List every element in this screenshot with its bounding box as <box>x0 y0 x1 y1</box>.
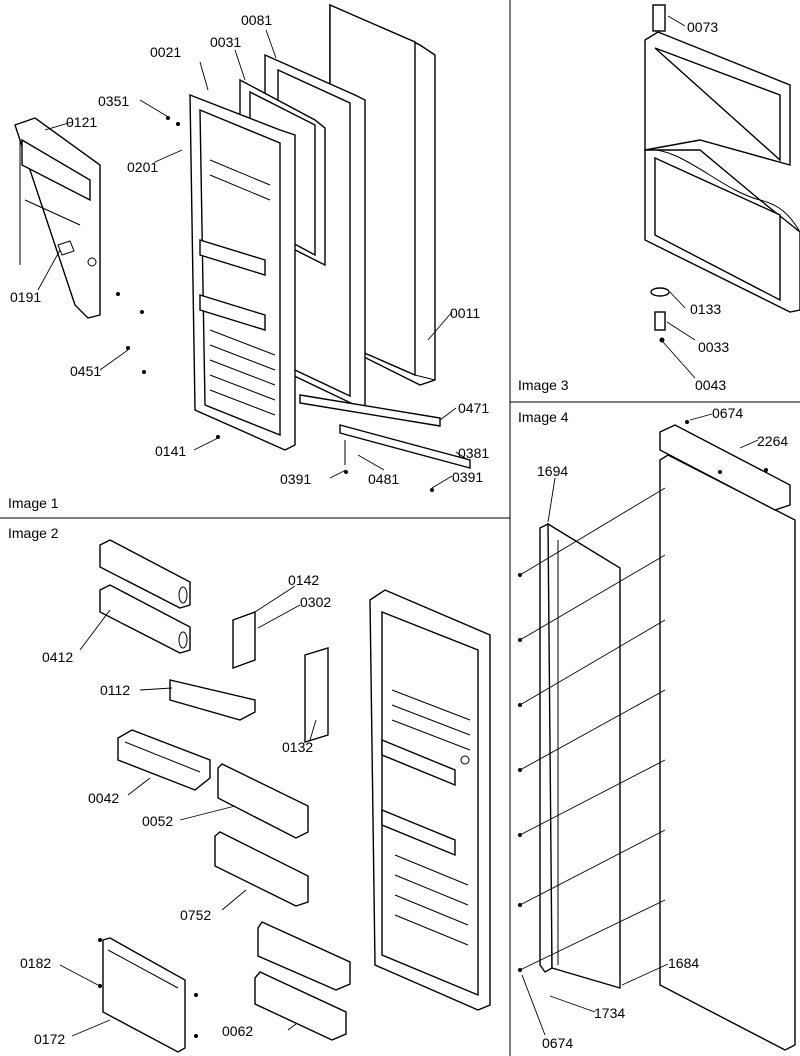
hinge-screw <box>659 337 665 343</box>
door-bin-0062 <box>254 971 347 1041</box>
shelf-bracket-left <box>232 611 256 669</box>
door-top-trim <box>659 424 791 511</box>
mounting-guide-lines <box>519 487 666 971</box>
callout-0132: 0132 <box>282 739 313 755</box>
callout-1684: 1684 <box>668 955 699 971</box>
callout-0391-right: 0391 <box>452 469 483 485</box>
callout-0043: 0043 <box>695 377 726 393</box>
callout-1694: 1694 <box>537 463 568 479</box>
callout-0351: 0351 <box>98 93 129 109</box>
callout-0121: 0121 <box>66 114 97 130</box>
shelf-bracket-right <box>304 647 329 743</box>
callout-0391-left: 0391 <box>280 471 311 487</box>
screws-image-2 <box>98 938 198 1038</box>
callout-0052: 0052 <box>142 813 173 829</box>
hinge-bushing <box>654 311 666 331</box>
panel-caption-image-3: Image 3 <box>518 377 569 393</box>
break-line <box>644 149 800 233</box>
door-bottom-section <box>644 149 800 313</box>
callout-0073: 0073 <box>687 19 718 35</box>
leader-lines-image-2 <box>59 585 317 1037</box>
callout-0674-top: 0674 <box>712 405 743 421</box>
callout-2264: 2264 <box>757 433 788 449</box>
callout-0451: 0451 <box>70 363 101 379</box>
door-liner-assembly <box>369 589 491 1011</box>
panel-caption-image-4: Image 4 <box>518 409 569 425</box>
callout-0182: 0182 <box>20 955 51 971</box>
callout-1734: 1734 <box>594 1005 625 1021</box>
door-handle <box>547 522 621 989</box>
hinge-washer <box>650 287 670 297</box>
dispenser-cover <box>102 937 186 1053</box>
callout-0062: 0062 <box>222 1023 253 1039</box>
callout-0172: 0172 <box>34 1031 65 1047</box>
callout-0141: 0141 <box>155 443 186 459</box>
dispenser-trim-frame <box>14 117 101 319</box>
bottom-hinge-bracket <box>339 424 471 469</box>
callout-0481: 0481 <box>368 471 399 487</box>
callout-0081: 0081 <box>241 12 272 28</box>
door-bin-lower <box>257 921 351 991</box>
image-1-panel: 0081 0021 0031 0351 0121 0201 0191 0011 … <box>8 3 489 511</box>
image-3-panel: 0073 0133 0033 0043 Image 3 <box>518 4 800 393</box>
leader-lines-image-4 <box>521 413 759 1036</box>
callout-0412: 0412 <box>42 649 73 665</box>
leader-lines-image-1 <box>37 29 469 489</box>
screws-image-4 <box>518 420 768 972</box>
wine-shelf-lower <box>99 584 191 654</box>
callout-0381: 0381 <box>458 445 489 461</box>
panel-caption-image-2: Image 2 <box>8 525 59 541</box>
callout-0674-bottom: 0674 <box>542 1035 573 1051</box>
callout-0112: 0112 <box>100 682 130 698</box>
callout-0133: 0133 <box>690 301 721 317</box>
callout-0031: 0031 <box>210 34 241 50</box>
callout-0302: 0302 <box>300 594 331 610</box>
callout-0033: 0033 <box>698 339 729 355</box>
door-bin-0052 <box>217 763 309 839</box>
wine-shelf-upper <box>99 539 191 609</box>
callout-0752: 0752 <box>180 907 211 923</box>
door-panel <box>659 454 796 1051</box>
bottom-cover-plate <box>299 394 441 427</box>
callout-0021: 0021 <box>150 44 181 60</box>
top-hinge-pin <box>652 4 666 32</box>
door-inner-liner <box>189 93 296 451</box>
callout-0142: 0142 <box>288 572 319 588</box>
callout-0042: 0042 <box>88 790 119 806</box>
callout-0191: 0191 <box>10 289 41 305</box>
door-bin-0752 <box>214 831 309 907</box>
flat-shelf <box>169 679 256 721</box>
image-2-panel: 0142 0302 0412 0112 0132 0042 0052 0752 … <box>8 525 491 1053</box>
leader-lines-image-3 <box>662 15 696 379</box>
deli-bin <box>117 729 211 791</box>
panel-caption-image-1: Image 1 <box>8 495 59 511</box>
door-top-section <box>644 31 791 166</box>
image-4-panel: 0674 2264 1694 1684 1734 0674 Image 4 <box>518 405 796 1051</box>
callout-0011: 0011 <box>450 305 480 321</box>
callout-0201: 0201 <box>127 159 158 175</box>
callout-0471: 0471 <box>458 400 489 416</box>
